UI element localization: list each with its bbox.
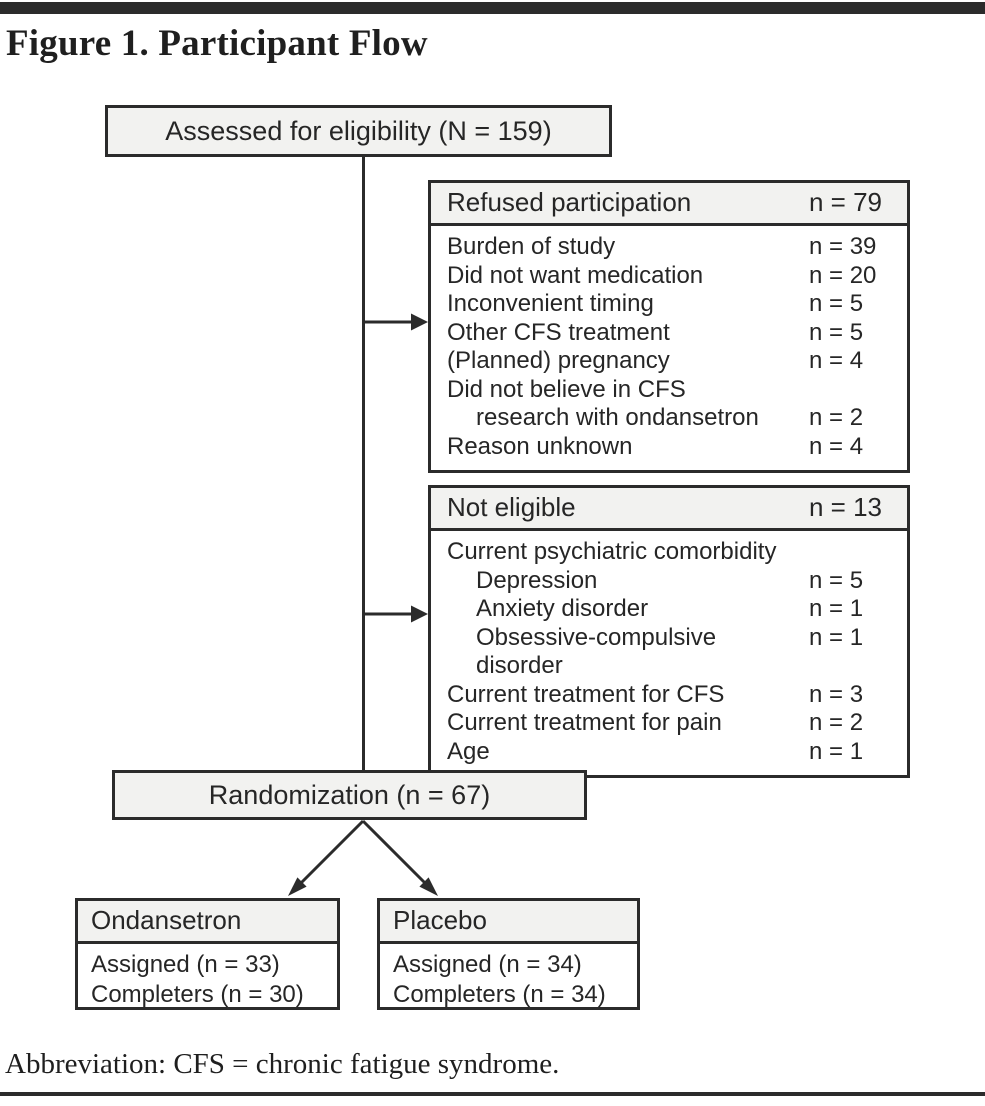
- arrow-to-ondansetron-line: [297, 819, 365, 887]
- assessed-label: Assessed for eligibility (N = 159): [165, 115, 552, 146]
- reason-count: n = 5: [809, 290, 864, 317]
- reason-row: research with ondansetron n = 2: [447, 404, 893, 433]
- not-eligible-header: Not eligible n = 13: [431, 488, 907, 531]
- ondansetron-arm-box: Ondansetron Assigned (n = 33) Completers…: [75, 898, 340, 1010]
- reason-count: n = 20: [809, 261, 877, 289]
- reason-row: Inconvenient timing n = 5: [447, 290, 893, 319]
- reason-label: Reason unknown: [447, 432, 633, 460]
- reason-label: research with ondansetron: [476, 404, 759, 431]
- reason-row: (Planned) pregnancy n = 4: [447, 347, 893, 376]
- reason-count: n = 4: [809, 347, 864, 374]
- reason-label: Inconvenient timing: [447, 290, 654, 317]
- randomization-box: Randomization (n = 67): [112, 770, 587, 820]
- refused-header: Refused participation n = 79: [431, 183, 907, 226]
- top-rule: [0, 2, 985, 14]
- reason-row: Obsessive-compulsive disorder n = 1: [447, 624, 893, 681]
- randomization-label: Randomization (n = 67): [208, 779, 491, 810]
- reason-label: Depression: [476, 566, 598, 594]
- reason-label: Obsessive-compulsive disorder: [476, 623, 717, 680]
- placebo-arm-body: Assigned (n = 34) Completers (n = 34): [380, 944, 637, 1017]
- refused-reasons-list: Burden of study n = 39 Did not want medi…: [431, 226, 907, 470]
- placebo-arm-box: Placebo Assigned (n = 34) Completers (n …: [377, 898, 640, 1010]
- reason-row: Reason unknown n = 4: [447, 433, 893, 462]
- reason-count: n = 1: [809, 737, 864, 765]
- reason-row: Age n = 1: [447, 738, 893, 767]
- ondansetron-arm-body: Assigned (n = 33) Completers (n = 30): [78, 944, 337, 1017]
- reason-label: Did not believe in CFS: [447, 375, 686, 403]
- reason-label: Current psychiatric comorbidity: [447, 538, 777, 565]
- reason-count: n = 5: [809, 318, 864, 346]
- figure-title: Figure 1. Participant Flow: [6, 23, 428, 64]
- reason-count: n = 4: [809, 432, 864, 460]
- refused-title: Refused participation: [447, 187, 692, 217]
- reason-label: Did not want medication: [447, 261, 704, 289]
- completers-line: Completers (n = 30): [91, 981, 304, 1008]
- reason-label: Current treatment for CFS: [447, 680, 725, 708]
- reason-row: Other CFS treatment n = 5: [447, 319, 893, 348]
- reason-row: Current psychiatric comorbidity: [447, 538, 893, 567]
- abbreviation-note: Abbreviation: CFS = chronic fatigue synd…: [5, 1048, 560, 1080]
- reason-row: Depression n = 5: [447, 567, 893, 596]
- not-eligible-title: Not eligible: [447, 492, 576, 522]
- arrow-to-placebo-line: [361, 819, 429, 887]
- reason-count: n = 2: [809, 709, 864, 736]
- not-eligible-count: n = 13: [809, 492, 883, 522]
- reason-row: Burden of study n = 39: [447, 233, 893, 262]
- reason-label: Current treatment for pain: [447, 709, 722, 736]
- reason-label: Anxiety disorder: [476, 595, 649, 622]
- assigned-line: Assigned (n = 33): [91, 951, 280, 978]
- reason-row: Current treatment for pain n = 2: [447, 709, 893, 738]
- not-eligible-reasons-list: Current psychiatric comorbidity Depressi…: [431, 531, 907, 775]
- reason-count: n = 1: [809, 623, 864, 651]
- assessed-box: Assessed for eligibility (N = 159): [105, 105, 612, 157]
- arrow-down-right-icon: [419, 877, 438, 896]
- reason-row: Current treatment for CFS n = 3: [447, 681, 893, 710]
- ondansetron-arm-title: Ondansetron: [78, 901, 337, 944]
- placebo-arm-title: Placebo: [380, 901, 637, 944]
- arrow-down-left-icon: [288, 877, 307, 896]
- reason-count: n = 39: [809, 233, 877, 260]
- refused-count: n = 79: [809, 187, 883, 217]
- reason-label: (Planned) pregnancy: [447, 347, 670, 374]
- reason-count: n = 3: [809, 680, 864, 708]
- refused-box: Refused participation n = 79 Burden of s…: [428, 180, 910, 473]
- arrow-right-icon: [411, 605, 428, 623]
- reason-row: Did not believe in CFS: [447, 376, 893, 405]
- reason-label: Burden of study: [447, 233, 616, 260]
- not-eligible-box: Not eligible n = 13 Current psychiatric …: [428, 485, 910, 778]
- reason-count: n = 1: [809, 595, 864, 622]
- reason-label: Age: [447, 737, 490, 765]
- reason-label: Other CFS treatment: [447, 318, 670, 346]
- arrow-right-icon: [411, 313, 428, 331]
- reason-row: Anxiety disorder n = 1: [447, 595, 893, 624]
- assigned-line: Assigned (n = 34): [393, 951, 582, 978]
- reason-count: n = 2: [809, 404, 864, 431]
- reason-count: n = 5: [809, 566, 864, 594]
- completers-line: Completers (n = 34): [393, 981, 606, 1008]
- reason-row: Did not want medication n = 20: [447, 262, 893, 291]
- bottom-rule: [0, 1092, 985, 1096]
